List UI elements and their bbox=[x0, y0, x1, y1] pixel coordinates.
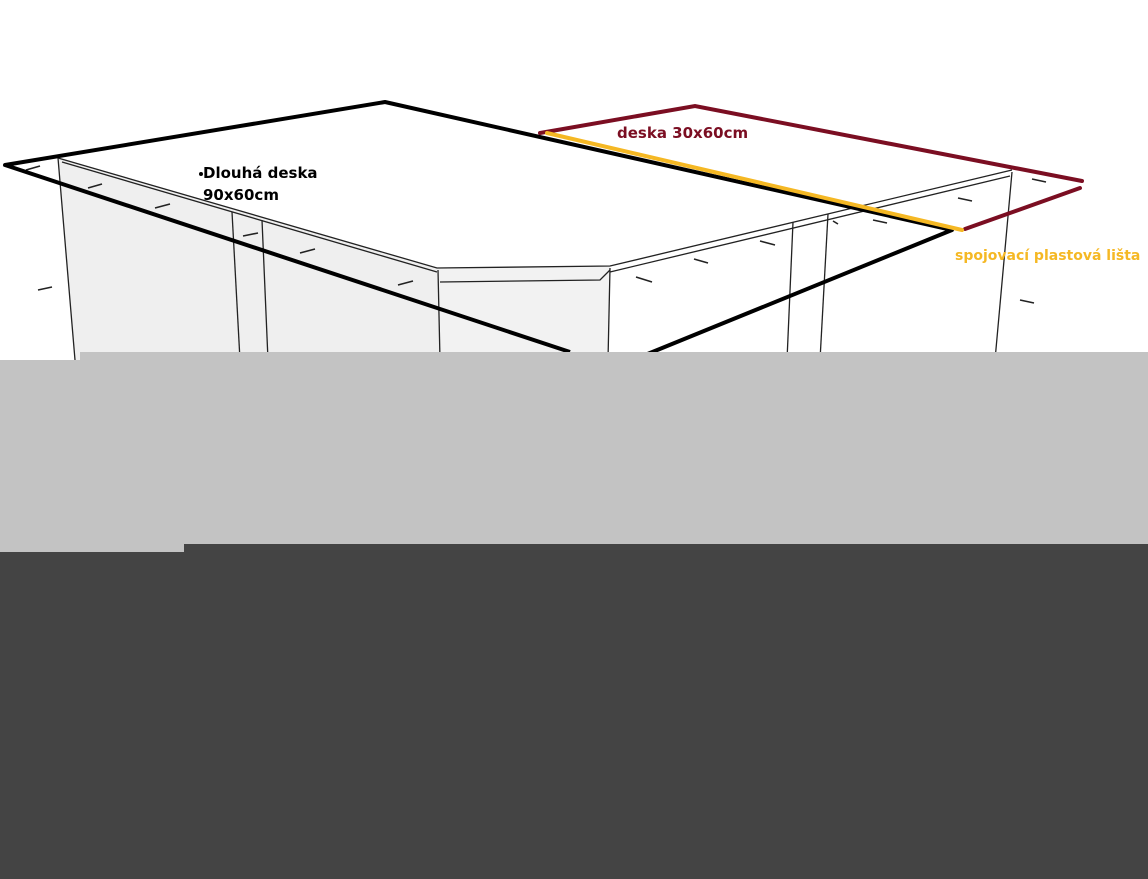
joint-strip-line bbox=[545, 131, 964, 232]
long-desk-label-name: Dlouhá deska bbox=[203, 164, 318, 182]
long-desk-outline bbox=[3, 100, 954, 357]
long-desk-label-size: 90x60cm bbox=[203, 186, 279, 204]
redaction-block-light bbox=[80, 352, 1148, 544]
label-dot bbox=[199, 172, 203, 176]
handle-marks bbox=[25, 165, 1047, 304]
cabinet-body bbox=[57, 157, 1013, 361]
long-desk-label: Dlouhá deska 90x60cm bbox=[203, 162, 318, 206]
short-desk-outline bbox=[538, 103, 1084, 231]
joint-strip-label: spojovací plastová lišta bbox=[955, 248, 1141, 264]
redaction-block-dark-left bbox=[0, 552, 184, 879]
redaction-block-light-left bbox=[0, 360, 184, 552]
short-desk-label: deska 30x60cm bbox=[617, 124, 749, 142]
redaction-block-dark bbox=[184, 544, 1148, 879]
